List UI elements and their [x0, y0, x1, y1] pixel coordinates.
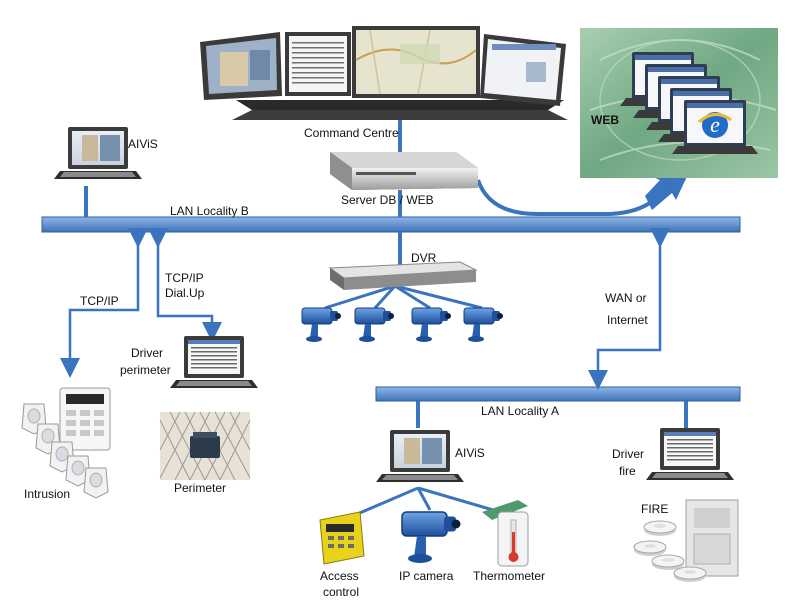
intrusion[interactable]: Intrusion	[21, 387, 111, 501]
aivis-bottom-label: AIViS	[455, 446, 485, 460]
fence-icon	[159, 411, 251, 481]
access-label-2: control	[323, 585, 359, 599]
dvr-camera-links	[324, 284, 483, 310]
lan-locality-b-bus	[41, 216, 741, 233]
driver-perimeter-label: Driver	[131, 346, 163, 360]
laptop-icon	[170, 336, 258, 388]
aivis-top[interactable]: AIViS	[54, 127, 158, 179]
fire-panel-icon	[685, 499, 739, 577]
lan-locality-a-label: LAN Locality A	[481, 404, 559, 418]
driver-perimeter-label-2: perimeter	[120, 363, 171, 377]
thermometer[interactable]: Thermometer	[473, 500, 545, 583]
tcpip-mid-label: TCP/IP	[165, 271, 204, 285]
web-panel[interactable]: WEB	[580, 28, 778, 178]
access-control-icon	[319, 511, 365, 565]
intrusion-label: Intrusion	[24, 487, 70, 501]
smoke-detector-icon	[651, 554, 685, 571]
command-centre[interactable]: Command Centre	[200, 26, 568, 140]
cctv-camera-icon	[463, 307, 504, 343]
dvr-cameras	[301, 307, 504, 343]
cctv-camera-icon	[354, 307, 395, 343]
dvr-icon	[328, 261, 478, 290]
aivis-bottom[interactable]: AIViS	[376, 430, 485, 482]
laptop-icon	[376, 430, 464, 482]
server-icon	[330, 152, 478, 190]
monitor-icon	[285, 32, 351, 96]
fire[interactable]: FIRE	[633, 499, 739, 583]
smoke-detector-icon	[673, 566, 707, 583]
driver-fire-label: Driver	[612, 447, 644, 461]
server-label: Server DB / WEB	[341, 193, 434, 207]
aivis-top-label: AIViS	[128, 137, 158, 151]
dvr[interactable]: DVR	[328, 251, 478, 290]
monitor-icon	[480, 34, 566, 106]
laptop-icon	[54, 127, 142, 179]
fire-label: FIRE	[641, 502, 668, 516]
driver-perimeter[interactable]: Driver perimeter	[120, 336, 258, 388]
cctv-camera-icon	[401, 511, 462, 564]
ip-camera-label: IP camera	[399, 569, 454, 583]
wan-label: WAN or	[605, 291, 647, 305]
lan-locality-a-bus	[375, 386, 741, 402]
browser-window-icon	[670, 98, 760, 156]
laptop-icon	[646, 428, 734, 480]
thermometer-icon	[482, 500, 529, 567]
dvr-label: DVR	[411, 251, 437, 265]
monitor-icon	[200, 32, 282, 100]
access-control[interactable]: Access control	[319, 511, 365, 599]
smoke-detector-icon	[633, 540, 667, 557]
internet-label: Internet	[607, 313, 648, 327]
smoke-detector-icon	[643, 520, 677, 537]
web-arrow	[645, 170, 690, 210]
web-label: WEB	[591, 113, 619, 127]
alarm-keypad-icon	[59, 387, 111, 451]
monitor-icon	[352, 26, 480, 98]
motion-sensor-icon	[83, 467, 109, 499]
lan-locality-b-label: LAN Locality B	[170, 204, 249, 218]
command-centre-label: Command Centre	[304, 126, 399, 140]
perimeter-label: Perimeter	[174, 481, 226, 495]
driver-fire-label-2: fire	[619, 464, 636, 478]
access-label: Access	[320, 569, 359, 583]
driver-fire[interactable]: Driver fire	[612, 428, 734, 480]
dialup-label: Dial.Up	[165, 286, 205, 300]
ip-camera[interactable]: IP camera	[399, 511, 462, 583]
thermometer-label: Thermometer	[473, 569, 545, 583]
cctv-camera-icon	[301, 307, 342, 343]
server[interactable]: Server DB / WEB	[330, 152, 478, 207]
cctv-camera-icon	[411, 307, 452, 343]
perimeter[interactable]: Perimeter	[159, 411, 251, 495]
arrow-links	[60, 228, 670, 390]
command-desk	[232, 110, 568, 120]
tcpip-left-label: TCP/IP	[80, 294, 119, 308]
